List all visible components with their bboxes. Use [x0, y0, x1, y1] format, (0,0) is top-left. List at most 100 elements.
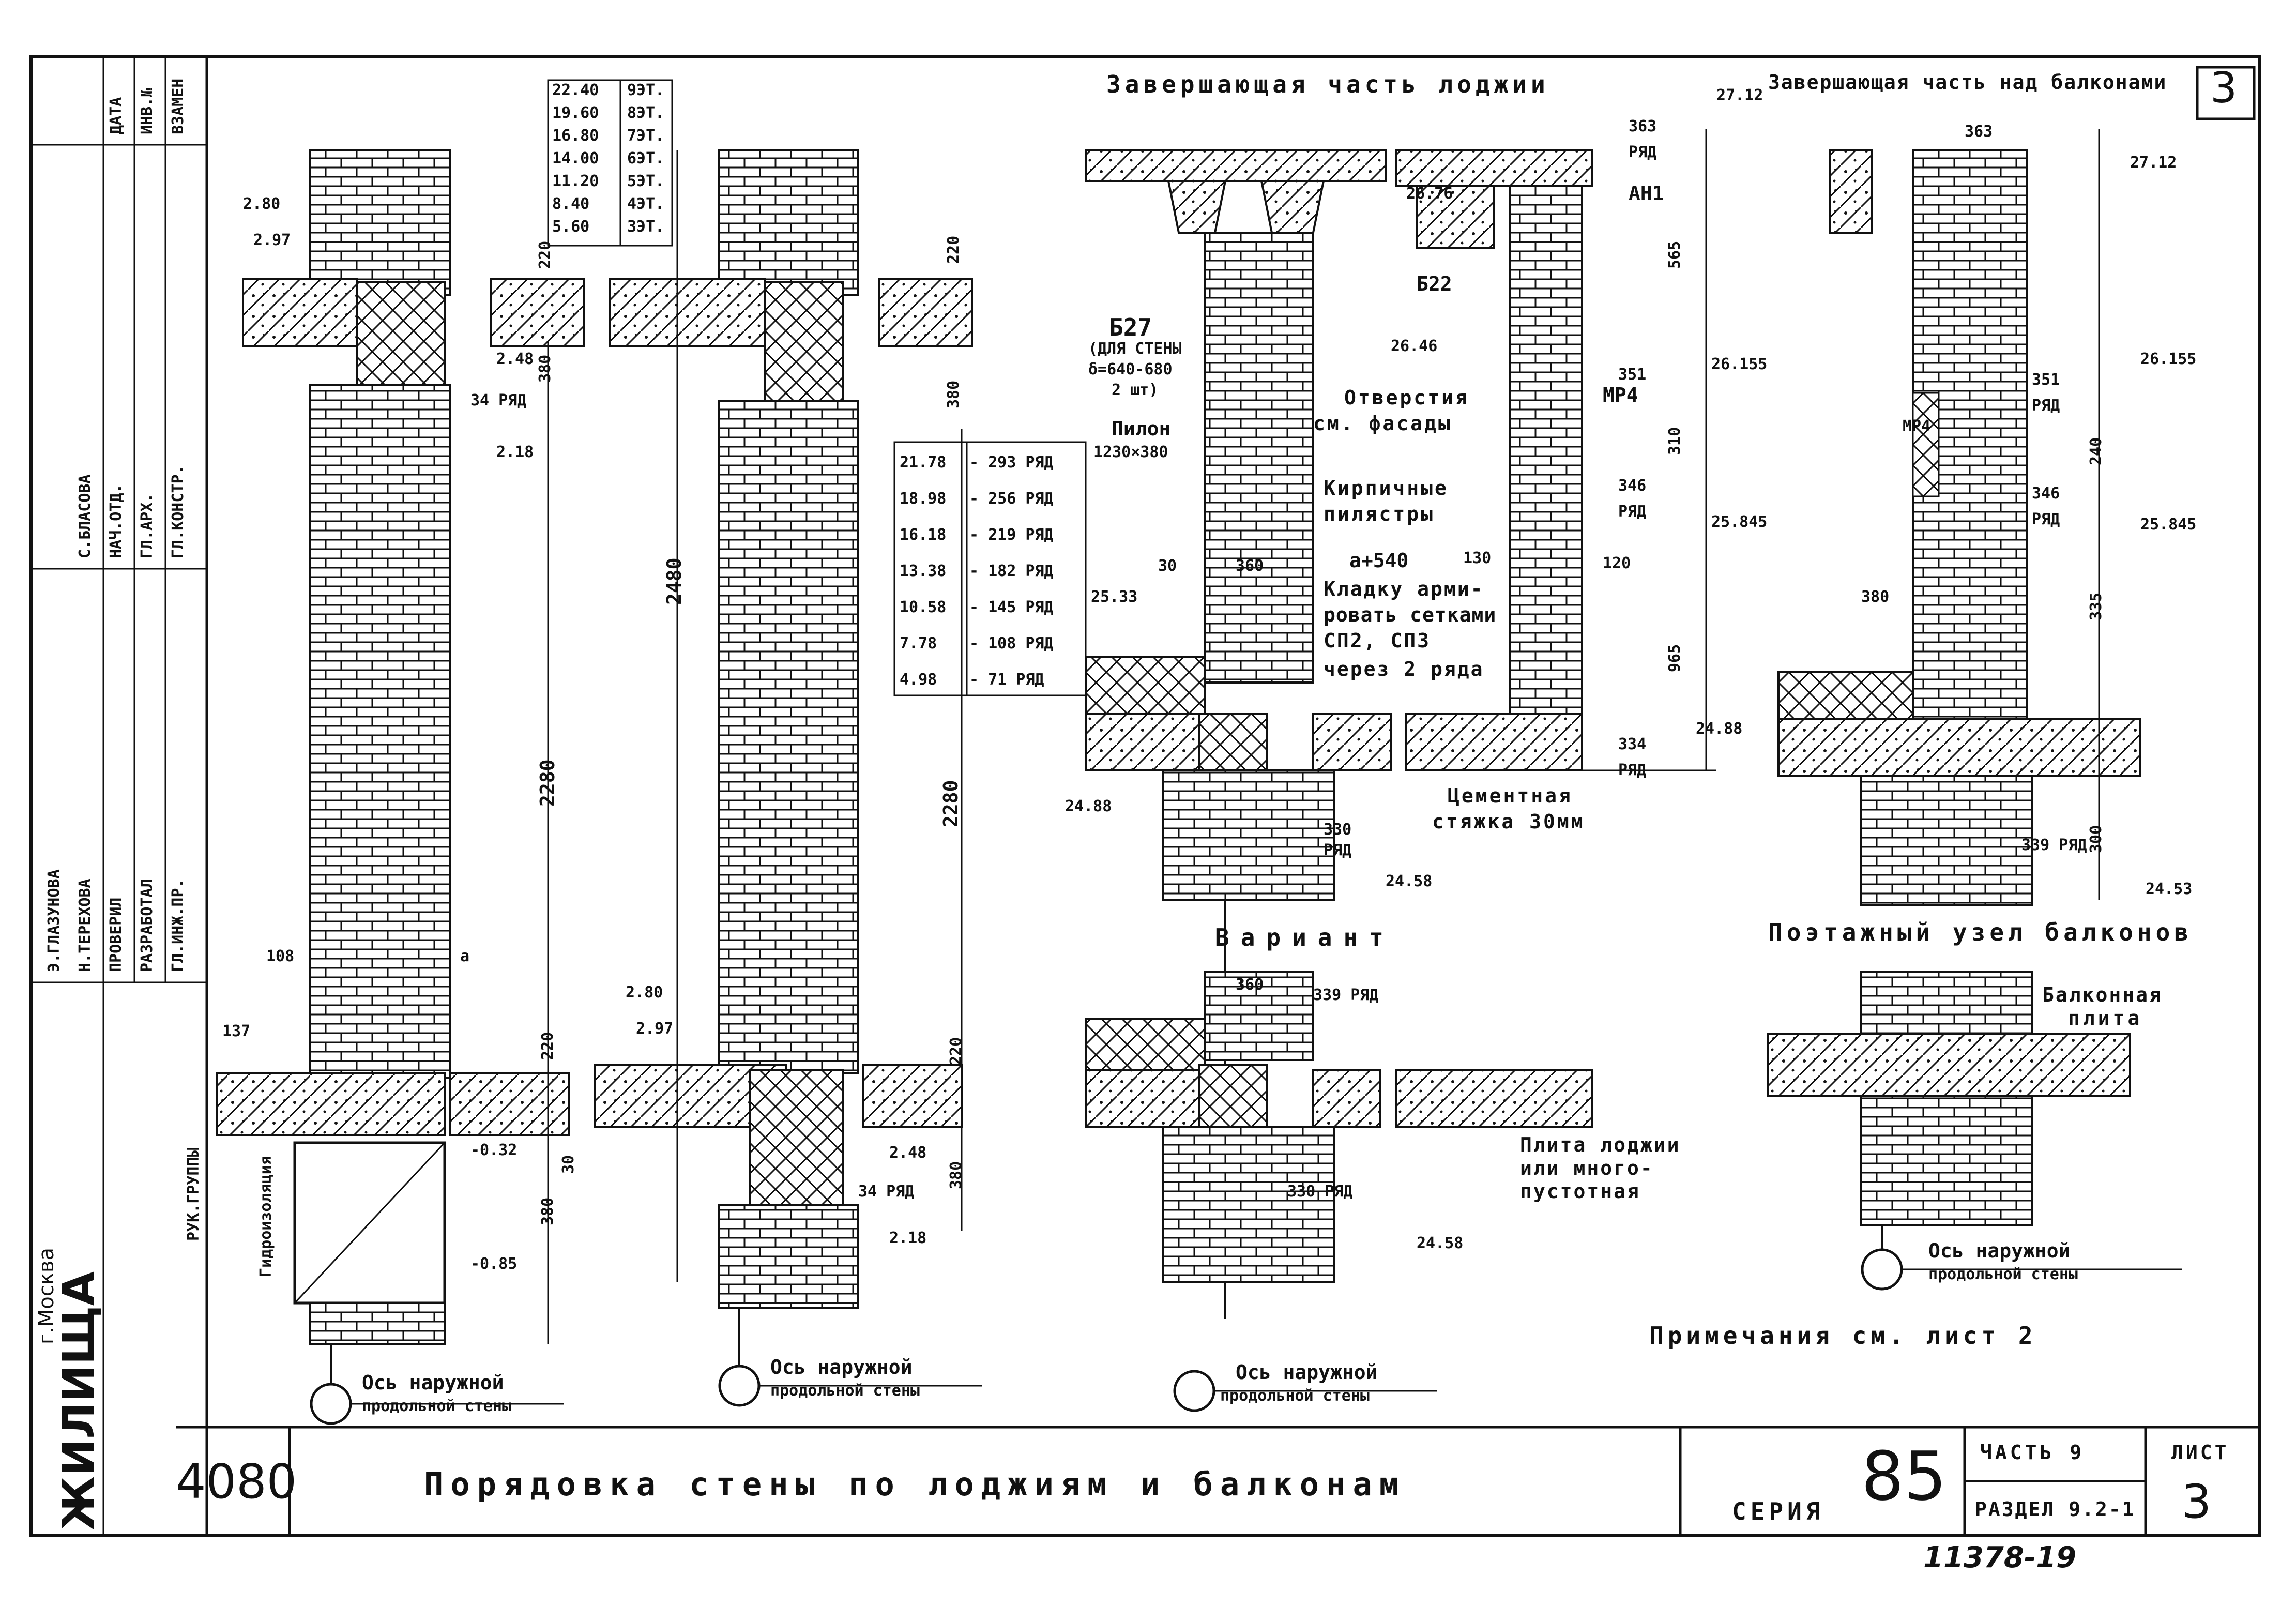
dim-330-ryad-variant: 330 РЯД	[1287, 1183, 1353, 1201]
dim-balcony-27-12: 27.12	[2130, 154, 2177, 172]
dim-339-ryad: 339 РЯД	[1313, 986, 1379, 1004]
row-number: - 108 РЯД	[969, 634, 1054, 653]
row-number: - 219 РЯД	[969, 526, 1054, 544]
note-text: Примечания см. лист 2	[1649, 1322, 2037, 1350]
row-level: 7.78	[900, 634, 937, 653]
dim-24-88-left: 24.88	[1065, 797, 1112, 815]
floor-level: 5.60	[552, 218, 590, 236]
label-rein-1: Кладку арми-	[1324, 578, 1484, 600]
label-pilon-size: 1230×380	[1093, 443, 1168, 461]
label-rein-2: ровать сетками	[1324, 603, 1497, 626]
stamp-date: ДАТА	[107, 97, 125, 134]
label-screed-1: Цементная	[1448, 784, 1573, 807]
label-pilasters-2: пилястры	[1324, 503, 1435, 525]
dim-220-bot: 220	[539, 1032, 557, 1060]
row-level: 21.78	[900, 453, 947, 472]
dim-26-76: 26.76	[1406, 185, 1453, 203]
dim-balcony-335: 335	[2087, 592, 2105, 620]
dim-2280-wall1: 2280	[536, 759, 559, 807]
dim-380-w2-bot: 380	[947, 1161, 965, 1189]
label-b27-note3: 2 шт)	[1112, 381, 1159, 399]
label-b27-note1: (ДЛЯ СТЕНЫ	[1088, 340, 1182, 358]
dim-2-48: 2.48	[496, 350, 534, 368]
label-screed-2: стяжка 30мм	[1432, 810, 1585, 833]
dim-130: 130	[1463, 549, 1492, 567]
dim-balcony-380: 380	[1861, 588, 1890, 606]
title-loggia-top: Завершающая часть лоджии	[1106, 70, 1549, 98]
dim-2-80-w2: 2.80	[626, 983, 663, 1002]
label-rein-4: через 2 ряда	[1324, 658, 1484, 680]
dim-120: 120	[1603, 554, 1631, 572]
axis-label-3-line2: продольной стены	[1220, 1387, 1370, 1405]
label-an1: АН1	[1629, 182, 1664, 205]
dim-34-ryad-w2: 34 РЯД	[858, 1183, 915, 1201]
dim-363: 363	[1629, 117, 1657, 135]
dim-balcony-25-845: 25.845	[2140, 516, 2197, 534]
dim-310: 310	[1666, 427, 1684, 455]
stamp-role-5: ГЛ.ИНЖ.ПР.	[169, 878, 187, 972]
dim-351: 351	[1618, 366, 1647, 384]
dim-30-loggia: 30	[1158, 557, 1177, 575]
label-pilon: Пилон	[1112, 417, 1171, 440]
dim-2-18: 2.18	[496, 443, 534, 461]
label-pilasters-1: Кирпичные	[1324, 477, 1449, 499]
dim-34-ryad: 34 РЯД	[470, 391, 527, 410]
axis-label-4-line2: продольной стены	[1928, 1265, 2078, 1283]
label-openings-1: Отверстия	[1344, 386, 1469, 409]
dim-balcony-351: 351	[2032, 371, 2060, 389]
dim-a: а	[460, 947, 470, 965]
floor-level: 8.40	[552, 195, 590, 213]
floor-name: 8ЭТ.	[627, 104, 665, 122]
axis-label-3-line1: Ось наружной	[1236, 1361, 1378, 1384]
loggia-top-detail	[1085, 129, 1716, 1319]
stamp-name-0: С.БЛАСОВА	[76, 474, 94, 558]
dim-380-w2-top: 380	[945, 380, 963, 408]
title-balcony-top: Завершающая часть над балконами	[1768, 71, 2167, 94]
stamp-role-6: РУК.ГРУППЫ	[185, 1147, 203, 1241]
floor-level: 14.00	[552, 149, 599, 168]
row-table-frame	[893, 441, 1087, 696]
row-number: - 256 РЯД	[969, 490, 1054, 508]
row-entry: 4.98- 71 РЯД	[900, 672, 1044, 708]
row-entry: 21.78- 293 РЯД	[900, 453, 1054, 491]
row-entry: 13.38- 182 РЯД	[900, 562, 1054, 600]
series-label: СЕРИЯ	[1732, 1497, 1824, 1525]
stamp-role-2: ГЛ.КОНСТР.	[169, 465, 187, 558]
dim-2-97: 2.97	[253, 231, 291, 249]
sheet-number: 3	[2182, 1475, 2212, 1529]
dim-balcony-346-ryad: РЯД	[2032, 510, 2060, 528]
dim-380-bot: 380	[539, 1197, 557, 1225]
floor-name: 9ЭТ.	[627, 81, 665, 99]
dim-variant-360: 360	[1236, 976, 1264, 994]
label-openings-2: см. фасады	[1313, 412, 1452, 435]
label-balcony-mr4: МР4	[1903, 417, 1931, 435]
balcony-node-detail	[1767, 971, 2182, 1291]
row-level: 10.58	[900, 598, 947, 616]
axis-label-2-line1: Ось наружной	[770, 1356, 913, 1378]
corner-sheet-number: 3	[2210, 64, 2238, 113]
part-label: ЧАСТЬ 9	[1980, 1441, 2085, 1464]
balcony-top-detail	[1777, 129, 2141, 906]
label-a540: а+540	[1349, 549, 1409, 572]
archive-number: 4080	[176, 1454, 297, 1509]
label-balcony-slab-1: Балконная	[2042, 983, 2163, 1006]
row-level: 13.38	[900, 562, 947, 580]
dim-330-ryad: РЯД	[1324, 841, 1352, 859]
dim-24-58: 24.58	[1386, 872, 1433, 890]
sheet-frame	[29, 55, 2261, 1537]
dim-25-845: 25.845	[1711, 513, 1768, 531]
dim-26-155: 26.155	[1711, 355, 1768, 373]
stamp-role-4: РАЗРАБОТАЛ	[138, 878, 156, 972]
stamp-role-3: ПРОВЕРИЛ	[107, 897, 125, 973]
row-entry: 16.18- 219 РЯД	[900, 527, 1054, 564]
dim-30-bot: 30	[559, 1155, 577, 1174]
dim-2-80: 2.80	[243, 195, 281, 213]
dim-2-18-w2: 2.18	[889, 1229, 927, 1247]
dim-360: 360	[1236, 557, 1264, 575]
dim-346: 346	[1618, 477, 1647, 495]
floor-name: 7ЭТ.	[627, 127, 665, 145]
